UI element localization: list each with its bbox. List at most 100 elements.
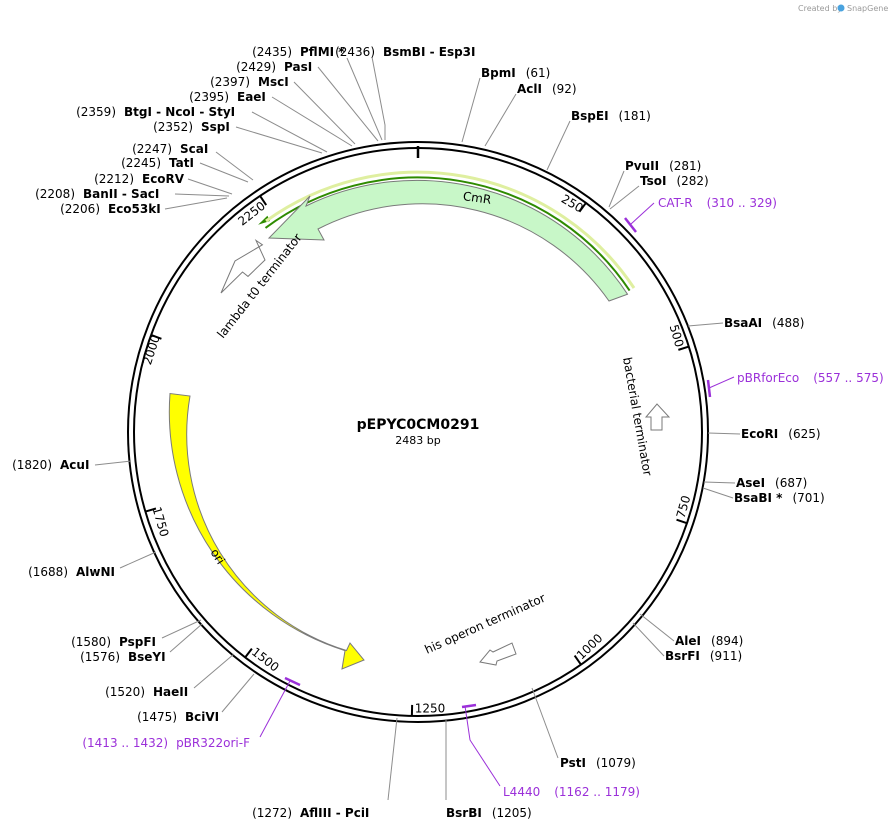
primer-pbr322ori-f[interactable]: pBR322ori-F — [176, 736, 250, 750]
site-position-ecorv: (2212) — [94, 172, 134, 186]
cmr-feature-label: CmR — [462, 189, 492, 207]
backbone-outer — [127, 141, 709, 723]
cmr-feature-arrow[interactable] — [267, 179, 629, 302]
site-position-bspei: (181) — [619, 109, 651, 123]
tick-mark — [145, 507, 157, 513]
restriction-sites: (2436)BsmBI - Esp3IBpmI(61)AclI(92)BspEI… — [12, 45, 825, 820]
site-line-acui — [94, 460, 132, 466]
site-line-bcivi — [221, 673, 255, 713]
site-asei[interactable]: AseI — [736, 476, 765, 490]
site-bpmi[interactable]: BpmI — [481, 66, 516, 80]
site-psti[interactable]: PstI — [560, 756, 586, 770]
site-position-tati: (2245) — [121, 156, 161, 170]
cmr-highlight-arrowhead — [258, 215, 270, 225]
site-pasi[interactable]: PasI — [284, 60, 312, 74]
site-line-pvuii — [608, 170, 625, 208]
site-afliii[interactable]: AflIII - PciI — [300, 806, 369, 820]
site-tsoi[interactable]: TsoI — [640, 174, 666, 188]
primer-mark-pbr322ori-f — [284, 676, 301, 687]
site-line-pspfi — [161, 619, 202, 639]
site-pflmi[interactable]: PflMI * — [300, 45, 345, 59]
tick-mark — [676, 518, 688, 525]
site-line-bpmi — [461, 77, 481, 143]
site-btgi[interactable]: BtgI - NcoI - StyI — [124, 105, 235, 119]
site-eaei[interactable]: EaeI — [237, 90, 266, 104]
snapgene-brand-text: SnapGene — [847, 4, 888, 13]
site-line-scai — [215, 151, 254, 181]
tick-label: 750 — [674, 494, 694, 520]
site-position-acli: (92) — [552, 82, 577, 96]
site-bsrbi[interactable]: BsrBI — [446, 806, 482, 820]
tick-label: 500 — [667, 323, 687, 349]
site-pspfi[interactable]: PspFI — [119, 635, 156, 649]
site-position-eco53ki: (2206) — [60, 202, 100, 216]
his-operon-terminator-label: his operon terminator — [423, 591, 548, 657]
primer-l4440[interactable]: L4440 — [503, 785, 540, 799]
site-position-acui: (1820) — [12, 458, 52, 472]
site-position-bpmi: (61) — [526, 66, 551, 80]
tick-mark — [578, 202, 587, 213]
site-bsmbi[interactable]: BsmBI - Esp3I — [383, 45, 475, 59]
site-position-bsrbi: (1205) — [492, 806, 532, 820]
site-line-asei — [703, 481, 736, 484]
bacterial-terminator-arrow[interactable] — [644, 403, 671, 431]
plasmid-name: pEPYC0CM0291 — [357, 417, 480, 433]
site-position-pflmi: (2435) — [252, 45, 292, 59]
cmr-highlight-track — [264, 176, 631, 292]
site-line-bsaai — [687, 322, 724, 327]
site-line-tati — [199, 162, 249, 183]
site-haeii[interactable]: HaeII — [153, 685, 188, 699]
site-position-bsabi: (701) — [792, 491, 824, 505]
primer-pbrforeco[interactable]: pBRforEco — [737, 371, 799, 385]
primer-line-pbr322ori-f — [259, 680, 291, 738]
ori-feature-arrow[interactable] — [168, 392, 365, 670]
primer-cat-r[interactable]: CAT-R — [658, 196, 693, 210]
site-line-haeii — [193, 653, 235, 689]
primer-line-cat-r — [630, 202, 655, 225]
site-sspi[interactable]: SspI — [201, 120, 230, 134]
lambda-t0-terminator-arrow[interactable] — [220, 238, 266, 294]
site-line-eco53ki — [164, 197, 228, 210]
site-line-alei — [639, 613, 675, 642]
site-ecori[interactable]: EcoRI — [741, 427, 778, 441]
site-position-sspi: (2352) — [153, 120, 193, 134]
site-position-asei: (687) — [775, 476, 807, 490]
site-position-scai: (2247) — [132, 142, 172, 156]
site-ecorv[interactable]: EcoRV — [142, 172, 185, 186]
site-bseyi[interactable]: BseYI — [128, 650, 166, 664]
site-bcivi[interactable]: BciVI — [185, 710, 219, 724]
site-msci[interactable]: MscI — [258, 75, 289, 89]
site-acli[interactable]: AclI — [517, 82, 542, 96]
site-position-banii: (2208) — [35, 187, 75, 201]
site-scai[interactable]: ScaI — [180, 142, 208, 156]
primer-line-pbrforeco — [708, 376, 735, 389]
site-alwni[interactable]: AlwNI — [76, 565, 115, 579]
site-position-psti: (1079) — [596, 756, 636, 770]
site-bsaai[interactable]: BsaAI — [724, 316, 762, 330]
site-line-eaei — [271, 96, 353, 147]
site-line-afliii — [387, 717, 398, 801]
site-position-pvuii: (281) — [669, 159, 701, 173]
site-pvuii[interactable]: PvuII — [625, 159, 659, 173]
site-tati[interactable]: TatI — [169, 156, 194, 170]
site-banii[interactable]: BanII - SacI — [83, 187, 159, 201]
his-operon-terminator-arrow[interactable] — [479, 642, 517, 666]
primer-mark-pbrforeco — [706, 379, 712, 398]
site-acui[interactable]: AcuI — [60, 458, 89, 472]
site-bsabi[interactable]: BsaBI * — [734, 491, 783, 505]
site-position-alei: (894) — [711, 634, 743, 648]
site-position-haeii: (1520) — [105, 685, 145, 699]
site-line-pasi — [317, 66, 379, 142]
site-alei[interactable]: AleI — [675, 634, 701, 648]
site-eco53ki[interactable]: Eco53kI — [108, 202, 161, 216]
primer-range-pbrforeco: (557 .. 575) — [813, 371, 883, 385]
site-position-btgi: (2359) — [76, 105, 116, 119]
site-bspei[interactable]: BspEI — [571, 109, 609, 123]
snapgene-logo-icon — [837, 4, 845, 12]
site-bsrfi[interactable]: BsrFI — [665, 649, 700, 663]
site-position-pasi: (2429) — [236, 60, 276, 74]
site-line-ecorv — [187, 178, 233, 195]
primer-mark-l4440 — [461, 703, 477, 709]
site-position-msci: (2397) — [210, 75, 250, 89]
